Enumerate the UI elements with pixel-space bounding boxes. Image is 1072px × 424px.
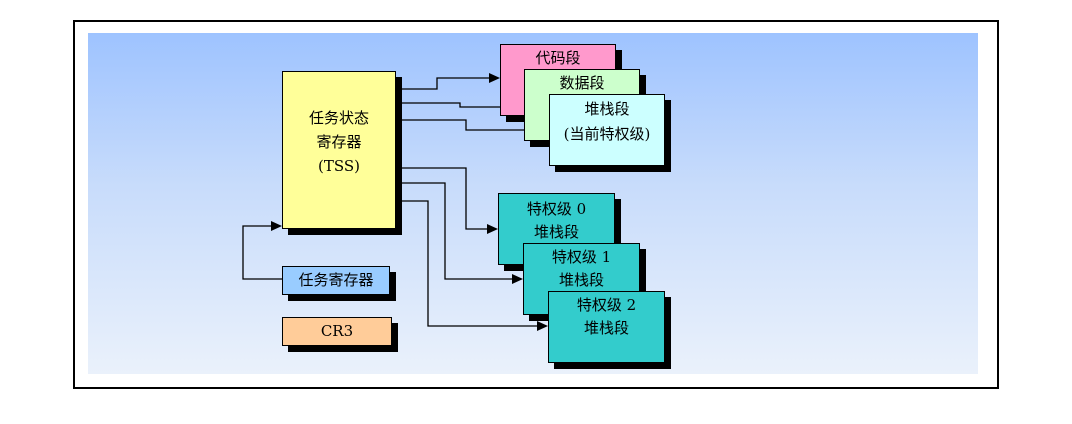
priv2-stack-box: 特权级 2 堆栈段: [548, 291, 665, 363]
connector-tss-to-data: [397, 102, 518, 108]
arrowhead: [512, 274, 523, 284]
priv2-stack-label: 堆栈段: [583, 319, 629, 337]
cr3-label: CR3: [320, 322, 354, 340]
stack-segment-label: 堆栈段: [584, 100, 630, 118]
cr3-box: CR3: [282, 317, 392, 346]
data-segment-label: 数据段: [559, 74, 605, 92]
arrowhead: [271, 221, 282, 231]
task-register-box: 任务寄存器: [282, 266, 390, 295]
priv1-stack-label: 堆栈段: [558, 271, 604, 289]
connector-tss-to-code: [397, 77, 494, 90]
tss-label-line1: 任务状态: [308, 109, 369, 127]
tss-label-line3: (TSS): [318, 157, 360, 175]
priv1-label: 特权级 1: [551, 248, 612, 266]
tss-box: 任务状态 寄存器 (TSS): [282, 71, 396, 229]
connector-task-register-to-tss: [242, 225, 282, 280]
arrowhead: [489, 73, 500, 83]
task-register-label: 任务寄存器: [298, 271, 374, 289]
priv0-stack-label: 堆栈段: [533, 223, 579, 241]
stack-segment-current-box: 堆栈段 (当前特权级): [549, 94, 665, 166]
connector-tss-to-priv1: [397, 182, 517, 280]
code-segment-label: 代码段: [535, 49, 581, 67]
arrowhead: [487, 224, 498, 234]
connector-tss-to-stack: [397, 119, 543, 131]
tss-label-line2: 寄存器: [316, 133, 362, 151]
priv2-label: 特权级 2: [576, 296, 637, 314]
connector-tss-to-priv2: [397, 200, 542, 327]
priv0-label: 特权级 0: [526, 200, 587, 218]
current-privilege-label: (当前特权级): [563, 125, 651, 143]
arrowhead: [537, 321, 548, 331]
connector-tss-to-priv0: [397, 167, 492, 230]
